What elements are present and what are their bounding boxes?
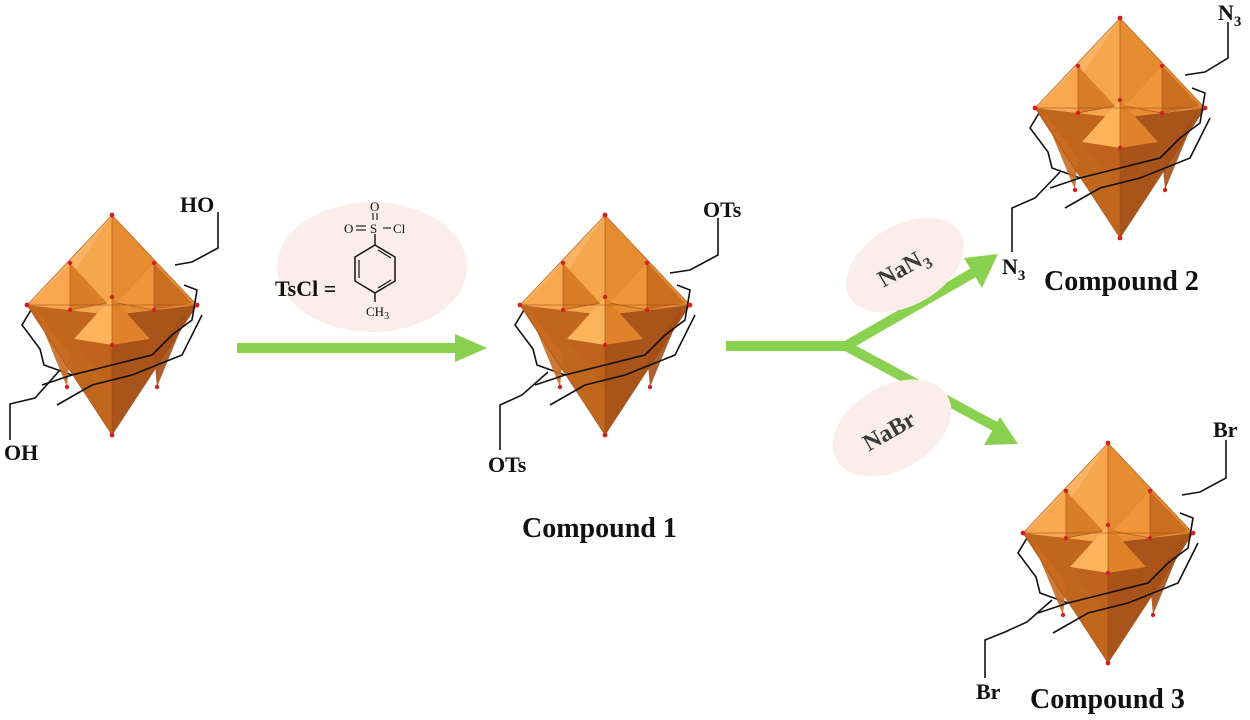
compound1-bottom-label: OTs	[488, 452, 527, 477]
compound2-polyoxometalate: N3 N3 Compound 2	[1002, 0, 1241, 297]
compound3-top-label: Br	[1213, 417, 1238, 442]
compound1-top-label: OTs	[703, 197, 742, 222]
sulfonyl-o-top: O	[370, 199, 379, 214]
start-top-label: HO	[180, 192, 214, 217]
sulfonyl-o-left: O	[344, 221, 353, 236]
compound2-top-label: N3	[1218, 0, 1241, 30]
compound2-bottom-label: N3	[1002, 254, 1025, 284]
reagent2-bubble	[846, 217, 964, 313]
reagent2-group: NaN3	[846, 217, 964, 313]
sulfur-atom: S	[370, 221, 377, 236]
chlorine-atom: Cl	[393, 221, 406, 236]
compound3-polyoxometalate: Br Br Compound 3	[976, 417, 1238, 715]
start-polyoxometalate: HO OH	[4, 192, 219, 465]
start-bottom-label: OH	[4, 440, 38, 465]
methyl-ch: CH3	[366, 304, 389, 322]
reagent3-group: NaBr	[832, 379, 952, 477]
compound1-polyoxometalate: OTs OTs Compound 1	[488, 197, 742, 544]
compound3-name: Compound 3	[1030, 684, 1185, 715]
arrow-1	[237, 334, 487, 362]
compound1-name: Compound 1	[522, 513, 677, 544]
reagent1-bubble	[277, 202, 467, 332]
compound2-name: Compound 2	[1044, 266, 1199, 297]
reagent1-lhs: TsCl =	[275, 276, 336, 301]
compound3-bottom-label: Br	[976, 679, 1001, 704]
tscl-structure: TsCl = O O S Cl CH3	[275, 199, 406, 322]
reagent3-bubble	[832, 379, 952, 477]
